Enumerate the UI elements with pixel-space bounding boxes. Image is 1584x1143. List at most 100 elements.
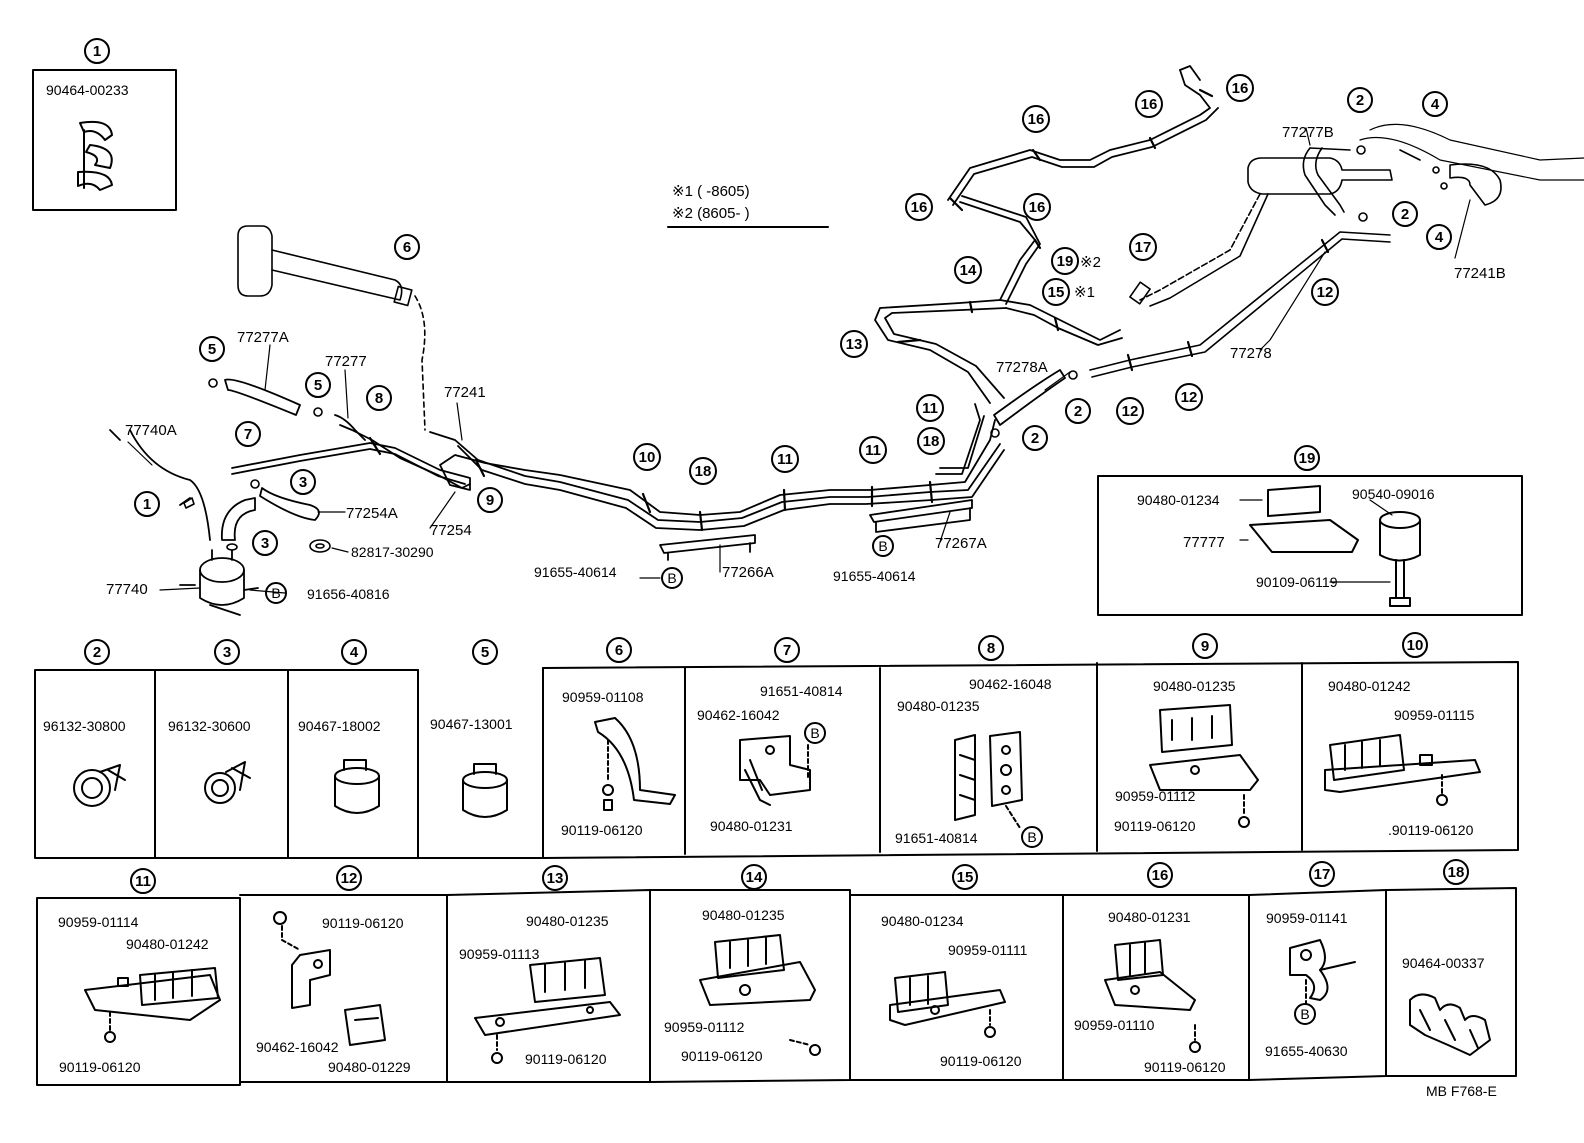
- part-number: 91655-40630: [1265, 1043, 1348, 1059]
- right-canister: [1089, 123, 1584, 378]
- svg-text:12: 12: [1122, 403, 1139, 420]
- svg-text:12: 12: [1181, 389, 1198, 406]
- svg-text:15: 15: [957, 869, 974, 886]
- svg-text:B: B: [1027, 829, 1036, 845]
- svg-text:6: 6: [615, 642, 623, 659]
- inset-box-9: 9 90480-01235 90959-01112 90119-06120: [1114, 633, 1259, 834]
- svg-text:17: 17: [1314, 866, 1331, 883]
- main-line-bundle: [231, 195, 1123, 531]
- upper-lines: [947, 65, 1219, 206]
- label: 77278: [1230, 345, 1272, 362]
- svg-text:13: 13: [547, 870, 564, 887]
- label: 77277A: [237, 329, 289, 346]
- note-line-1: ※1 ( -8605): [672, 183, 750, 200]
- part-number: 91651-40814: [760, 683, 843, 699]
- label: 77278A: [996, 359, 1048, 376]
- svg-text:5: 5: [208, 341, 216, 358]
- part-number: 90959-01113: [459, 946, 540, 962]
- part-number: 90480-01234: [1137, 492, 1220, 508]
- callout: 2: [1022, 425, 1048, 451]
- part-number: 90959-01112: [664, 1019, 745, 1035]
- svg-text:B: B: [271, 585, 280, 601]
- callout: 7: [235, 421, 261, 447]
- svg-text:5: 5: [314, 377, 322, 394]
- callout: 11: [916, 394, 944, 422]
- label: 77740: [106, 581, 148, 598]
- part-number: 90959-01110: [1074, 1017, 1155, 1033]
- svg-text:3: 3: [299, 474, 307, 491]
- svg-text:B: B: [667, 570, 676, 586]
- svg-text:18: 18: [695, 463, 712, 480]
- callout: 11: [859, 436, 887, 464]
- svg-text:9: 9: [486, 492, 494, 509]
- callout: 8: [366, 385, 392, 411]
- inset-box-13: 13 90480-01235 90959-01113 90119-06120: [459, 865, 621, 1067]
- callout: 5: [305, 372, 331, 398]
- clamp-icon: [77, 120, 113, 191]
- part-number: 90119-06120: [59, 1059, 141, 1075]
- callout: 16: [1023, 193, 1051, 221]
- svg-text:16: 16: [1141, 96, 1158, 113]
- band-clamp-icon: [334, 759, 380, 814]
- callout: 16: [1135, 90, 1163, 118]
- svg-text:10: 10: [1407, 637, 1424, 654]
- inset-box-7: 7 91651-40814 90462-16042 90480-01231 B: [697, 637, 843, 834]
- part-number: 90480-01231: [1108, 909, 1191, 925]
- callout: 3: [252, 530, 278, 556]
- callout: 18: [689, 457, 717, 485]
- svg-text:3: 3: [223, 644, 231, 661]
- bracket-icon: [954, 731, 1023, 829]
- svg-text:7: 7: [244, 426, 252, 443]
- part-number: 90959-01115: [1394, 707, 1475, 723]
- inset-box-3: 3 96132-30600: [168, 639, 251, 804]
- part-number: 90119-06120: [322, 915, 404, 931]
- label: 77277B: [1282, 124, 1334, 141]
- label: 91655-40614: [833, 568, 916, 584]
- label: 77254: [430, 522, 472, 539]
- callout: 6: [394, 234, 420, 260]
- part-number: 90464-00233: [46, 82, 129, 98]
- inset-19-number: 19: [1299, 450, 1316, 467]
- bracket-icon: [594, 717, 676, 811]
- part-number: 96132-30800: [43, 718, 126, 734]
- callout: 19: [1051, 247, 1079, 275]
- note-block: ※1 ( -8605) ※2 (8605- ): [667, 183, 829, 228]
- row-1-boxes: 2 96132-30800 3 96132-30600 4 90467-1800…: [34, 632, 1519, 859]
- multi-clamp-icon: [1409, 993, 1491, 1056]
- part-number: 90959-01111: [948, 942, 1028, 958]
- inset-box-2: 2 96132-30800: [43, 639, 126, 807]
- part-labels: 77277B 77241B 77278 77278A 77277A 77277 …: [106, 124, 1506, 602]
- part-number: 90119-06120: [681, 1048, 763, 1064]
- label: 77277: [325, 353, 367, 370]
- svg-text:11: 11: [135, 873, 151, 890]
- part-number: 90959-01108: [562, 689, 644, 705]
- svg-text:11: 11: [777, 451, 793, 468]
- svg-text:B: B: [810, 725, 819, 741]
- callout: 16: [1022, 105, 1050, 133]
- inset-box-11: 11 90959-01114 90480-01242 90119-06120: [58, 868, 221, 1075]
- inset-box-8: 8 90462-16048 90480-01235 91651-40814 B: [895, 635, 1052, 848]
- part-number: 90959-01114: [58, 914, 139, 930]
- small-clamps: [183, 145, 1448, 553]
- svg-text:3: 3: [261, 535, 269, 552]
- tank-outline: [237, 225, 426, 431]
- part-number: 90467-13001: [430, 716, 513, 732]
- svg-text:16: 16: [1152, 867, 1169, 884]
- label: ※1: [1074, 284, 1095, 301]
- svg-text:6: 6: [403, 239, 411, 256]
- part-number: 90480-01235: [1153, 678, 1236, 694]
- part-number: 90540-09016: [1352, 486, 1435, 502]
- bolt-marker: B: [1021, 826, 1043, 848]
- svg-text:13: 13: [846, 336, 863, 353]
- callout: 3: [290, 469, 316, 495]
- part-number: 90480-01231: [710, 818, 793, 834]
- svg-text:2: 2: [1356, 92, 1364, 109]
- part-number: 90109-06119: [1256, 574, 1338, 590]
- row-2-boxes: 11 90959-01114 90480-01242 90119-06120 1…: [36, 859, 1517, 1086]
- part-number: 90959-01112: [1115, 788, 1196, 804]
- part-number: 96132-30600: [168, 718, 251, 734]
- multi-clamp-icon: [474, 957, 621, 1064]
- inset-box-4: 4 90467-18002: [298, 639, 381, 814]
- vsv-valve: [179, 549, 259, 616]
- inset-box-17: 17 90959-01141 91655-40630 B: [1265, 861, 1356, 1059]
